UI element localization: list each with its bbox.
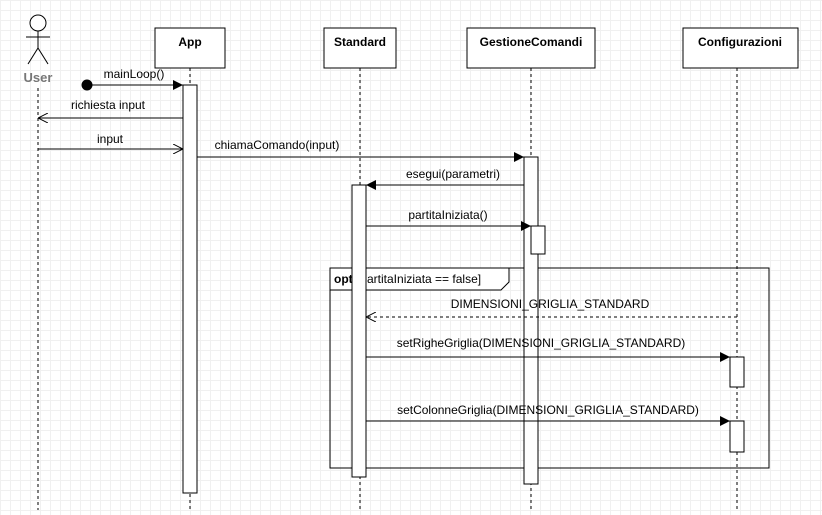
input-label: input [97, 132, 124, 146]
richiesta-input-label: richiesta input [71, 98, 146, 112]
gestione-activation [523, 156, 539, 485]
participant-standard[interactable]: Standard [323, 27, 397, 69]
user-actor[interactable]: User [24, 14, 53, 85]
user-head-icon [29, 14, 47, 32]
esegui-label: esegui(parametri) [406, 167, 500, 181]
main-loop-label: mainLoop() [104, 67, 165, 81]
dimensioni-label: DIMENSIONI_GRIGLIA_STANDARD [451, 297, 650, 311]
config-activation-colonne [729, 420, 745, 453]
app-label: App [178, 35, 201, 49]
user-label: User [24, 70, 53, 85]
opt-pentagon [329, 267, 510, 291]
found-message-dot [81, 79, 93, 91]
opt-guard: [partitaIniziata == false] [357, 272, 481, 286]
gestione-label: GestioneComandi [480, 35, 583, 49]
participant-app[interactable]: App [154, 27, 226, 69]
config-label: Configurazioni [698, 35, 782, 49]
gestione-self-activation [530, 225, 546, 255]
opt-frame [329, 267, 770, 469]
config-activation-righe [729, 356, 745, 388]
messages: mainLoop() richiesta input input chiamaC… [38, 67, 737, 426]
partita-iniziata-label: partitaIniziata() [408, 208, 487, 222]
standard-label: Standard [334, 35, 386, 49]
activations [182, 84, 745, 494]
participant-gestione-comandi[interactable]: GestioneComandi [466, 27, 596, 69]
participant-configurazioni[interactable]: Configurazioni [682, 27, 799, 69]
standard-activation [351, 184, 367, 478]
set-colonne-label: setColonneGriglia(DIMENSIONI_GRIGLIA_STA… [397, 403, 699, 417]
opt-fragment: opt [partitaIniziata == false] [329, 267, 770, 469]
set-righe-label: setRigheGriglia(DIMENSIONI_GRIGLIA_STAND… [397, 336, 686, 350]
chiama-comando-label: chiamaComando(input) [215, 138, 340, 152]
opt-operator: opt [334, 272, 353, 286]
app-activation [182, 84, 198, 494]
